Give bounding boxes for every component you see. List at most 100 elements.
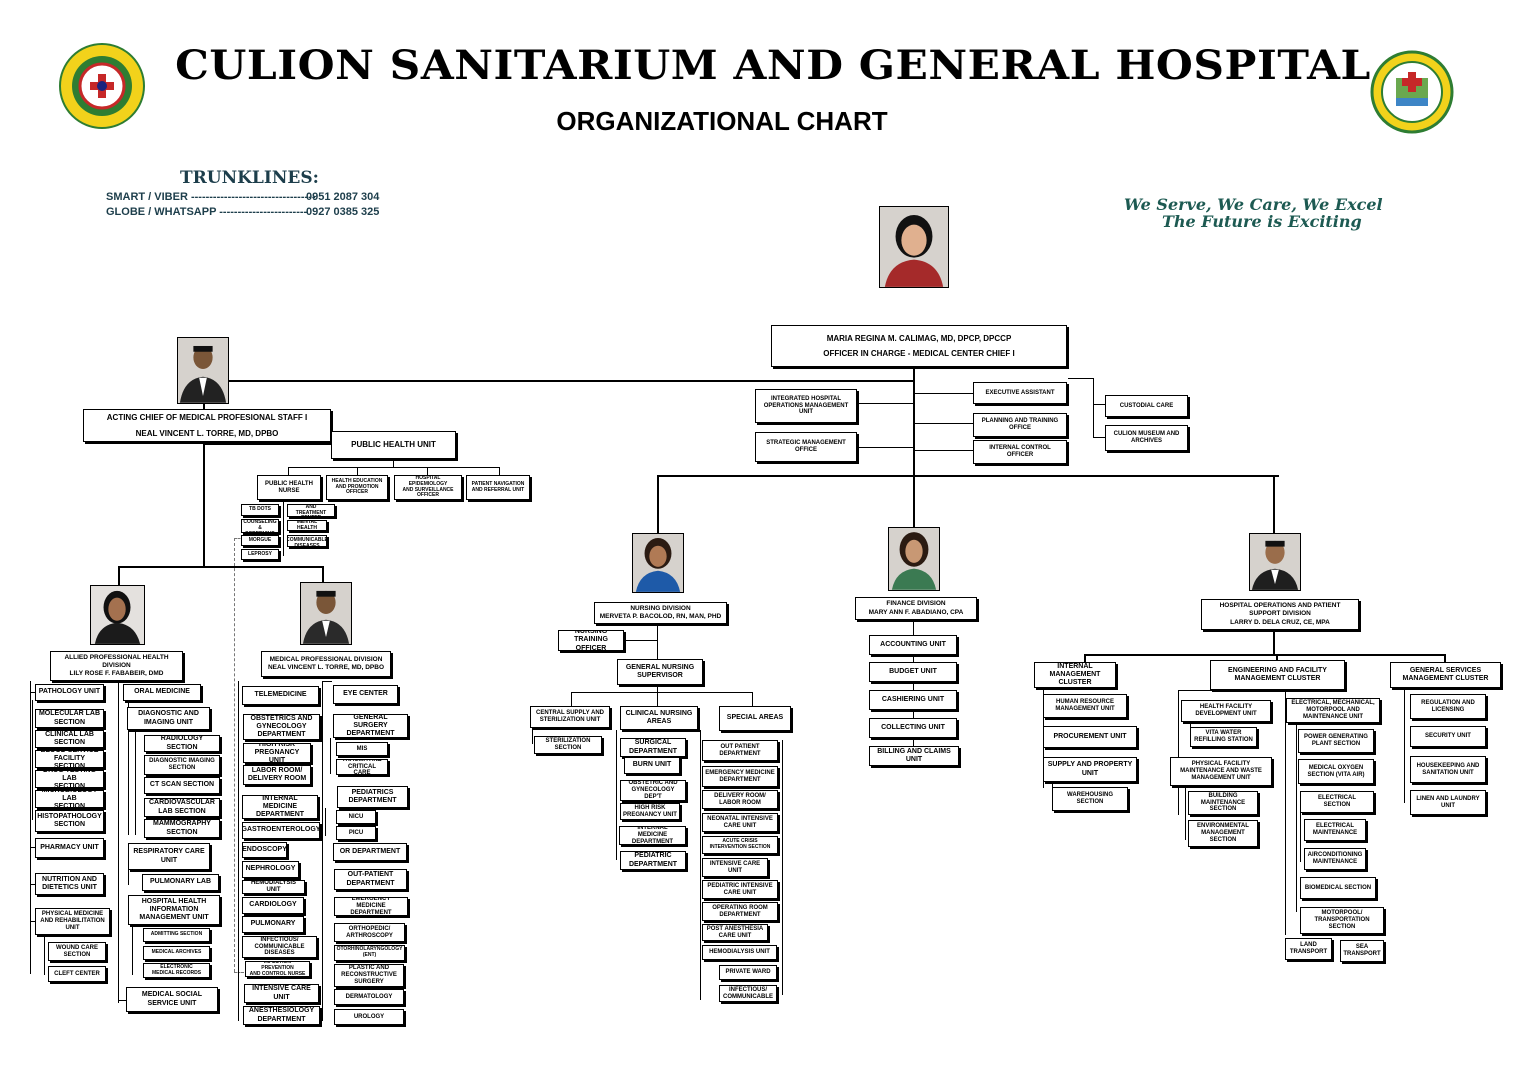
cmps-photo bbox=[177, 337, 229, 404]
environmental-box: ENVIRONMENTAL MANAGEMENT SECTION bbox=[1188, 820, 1258, 847]
internal-control-box: INTERNAL CONTROL OFFICER bbox=[973, 440, 1067, 464]
regulation-box: REGULATION AND LICENSING bbox=[1410, 694, 1486, 719]
motto-line-2: The Future is Exciting bbox=[1162, 212, 1362, 231]
smart-number: 0951 2087 304 bbox=[306, 191, 380, 203]
chief-box: MARIA REGINA M. CALIMAG, MD, DPCP, DPCCP… bbox=[771, 325, 1067, 367]
hopss-division-line-2: SUPPORT DIVISION bbox=[1249, 610, 1311, 618]
clinical-lab-box: CLINICAL LAB SECTION bbox=[35, 730, 104, 748]
drug-testing-box: DRUG TESTING LAB SECTION bbox=[35, 770, 104, 788]
nutrition-box: NUTRITION AND DIETETICS UNIT bbox=[35, 873, 104, 895]
high-risk-nursing-box: HIGH RISK PREGNANCY UNIT bbox=[620, 803, 680, 820]
finance-head-name: MARY ANN F. ABADIANO, CPA bbox=[868, 608, 964, 616]
er-box: EMERGENCY MEDICINE DEPARTMENT bbox=[334, 897, 408, 916]
health-ed-box: HEALTH EDUCATION AND PROMOTION OFFICER bbox=[326, 475, 388, 500]
sterilization-box: STERILIZATION SECTION bbox=[534, 736, 602, 754]
warehousing-box: WAREHOUSING SECTION bbox=[1052, 787, 1128, 811]
planning-box: PLANNING AND TRAINING OFFICE bbox=[973, 413, 1067, 437]
strategic-box: STRATEGIC MANAGEMENT OFFICE bbox=[755, 432, 857, 462]
morgue-box: MORGUE bbox=[241, 535, 279, 546]
derma-box: DERMATOLOGY bbox=[334, 989, 404, 1005]
allied-division-name: ALLIED PROFESSIONAL HEALTH DIVISION bbox=[64, 653, 169, 669]
animal-bite-box: ANIMAL BITE AND TREATMENT CENTER bbox=[287, 504, 335, 517]
hfdu-box: HEALTH FACILITY DEVELOPMENT UNIT bbox=[1181, 700, 1271, 722]
power-box: POWER GENERATING PLANT SECTION bbox=[1298, 729, 1374, 753]
opd-box: OUT-PATIENT DEPARTMENT bbox=[334, 869, 407, 890]
eye-box: EYE CENTER bbox=[333, 685, 398, 704]
emmu-box: ELECTRICAL, MECHANICAL, MOTORPOOL AND MA… bbox=[1286, 698, 1380, 723]
chief-position: OFFICER IN CHARGE - MEDICAL CENTER CHIEF… bbox=[823, 349, 1015, 358]
icu-box: INTENSIVE CARE UNIT bbox=[244, 984, 319, 1003]
medical-division-box: MEDICAL PROFESSIONAL DIVISION NEAL VINCE… bbox=[261, 651, 391, 677]
cmps-box: ACTING CHIEF OF MEDICAL PROFESIONAL STAF… bbox=[83, 409, 331, 442]
pacu-box: POST ANESTHESIA CARE UNIT bbox=[702, 924, 768, 941]
ent-box: OTORHINOLARYNGOLOGY (ENT) bbox=[334, 945, 405, 961]
internal-nursing-box: INTERNAL MEDICINE DEPARTMENT bbox=[619, 826, 686, 845]
housekeeping-box: HOUSEKEEPING AND SANITATION UNIT bbox=[1410, 756, 1486, 783]
custodial-box: CUSTODIAL CARE bbox=[1105, 395, 1188, 417]
hospital-title: CULION SANITARIUM AND GENERAL HOSPITAL bbox=[175, 42, 1371, 89]
nursing-head-photo bbox=[632, 533, 684, 593]
allied-division-box: ALLIED PROFESSIONAL HEALTH DIVISION LILY… bbox=[50, 651, 183, 681]
mis-box: MIS bbox=[336, 742, 388, 756]
obgyn-box: OBSTETRICS AND GYNECOLOGY DEPARTMENT bbox=[243, 714, 320, 740]
aircon-box: AIRCONDITIONING MAINTENANCE bbox=[1304, 848, 1366, 870]
hiv-box: HIV COUNSELING & SCREENING bbox=[241, 519, 279, 533]
pfmwmu-box: PHYSICAL FACILITY MAINTENANCE AND WASTE … bbox=[1170, 757, 1272, 786]
efmc-box: ENGINEERING AND FACILITY MANAGEMENT CLUS… bbox=[1210, 660, 1345, 690]
cmps-position: ACTING CHIEF OF MEDICAL PROFESIONAL STAF… bbox=[106, 413, 308, 423]
pulmonary-lab-box: PULMONARY LAB bbox=[142, 874, 219, 891]
chart-subtitle: ORGANIZATIONAL CHART bbox=[556, 106, 888, 136]
csr-box: CENTRAL SUPPLY AND STERILIZATION UNIT bbox=[530, 706, 610, 728]
infection-prev-box: INFECTION PREVENTION AND CONTROL NURSE bbox=[245, 961, 310, 977]
supply-box: SUPPLY AND PROPERTY UNIT bbox=[1043, 757, 1137, 782]
nursing-division-box: NURSING DIVISION MERVETA P. BACOLOD, RN,… bbox=[594, 602, 727, 624]
cashiering-box: CASHIERING UNIT bbox=[869, 690, 957, 710]
archives-box: MEDICAL ARCHIVES bbox=[143, 946, 210, 960]
radiology-box: RADIOLOGY SECTION bbox=[144, 735, 220, 752]
sea-transport-box: SEA TRANSPORT bbox=[1340, 940, 1384, 962]
pmr-box: PHYSICAL MEDICINE AND REHABILITATION UNI… bbox=[35, 908, 110, 935]
molecular-box: MOLECULAR LAB SECTION bbox=[35, 709, 104, 728]
biomedical-box: BIOMEDICAL SECTION bbox=[1300, 877, 1376, 899]
leprosy-box: LEPROSY bbox=[241, 549, 279, 560]
trunklines-heading: TRUNKLINES: bbox=[180, 168, 319, 188]
electrical-section-box: ELECTRICAL SECTION bbox=[1300, 791, 1374, 813]
finance-division-box: FINANCE DIVISION MARY ANN F. ABADIANO, C… bbox=[855, 597, 977, 620]
surgery-box: GENERAL SURGERY DEPARTMENT bbox=[333, 714, 408, 738]
medical-head-name: NEAL VINCENT L. TORRE, MD, DPBO bbox=[267, 664, 385, 671]
acute-box: ACUTE CRISIS INTERVENTION SECTION bbox=[702, 836, 778, 854]
nicu-box: NICU bbox=[336, 810, 376, 824]
oral-box: ORAL MEDICINE bbox=[123, 684, 201, 701]
motorpool-box: MOTORPOOL/ TRANSPORTATION SECTION bbox=[1300, 907, 1384, 934]
picu-box: PICU bbox=[336, 826, 376, 840]
nephrology-box: NEPHROLOGY bbox=[242, 861, 299, 878]
blood-box: BLOOD SERVICE FACILITY SECTION bbox=[35, 750, 104, 768]
picu-nursing-box: PEDIATRIC INTENSIVE CARE UNIT bbox=[702, 880, 778, 899]
icu-nursing-box: INTENSIVE CARE UNIT bbox=[702, 858, 768, 877]
burn-box: BURN UNIT bbox=[624, 757, 680, 774]
nursing-head-name: MERVETA P. BACOLOD, RN, MAN, PHD bbox=[599, 613, 722, 620]
hopss-head-name: LARRY D. DELA CRUZ, CE, MPA bbox=[1230, 618, 1330, 626]
or-nursing-box: OPERATING ROOM DEPARTMENT bbox=[702, 902, 778, 921]
ncd-box: NON-COMMUNICABLE DISEASES bbox=[287, 535, 327, 547]
hopss-division-line-1: HOSPITAL OPERATIONS AND PATIENT bbox=[1219, 602, 1341, 610]
collecting-box: COLLECTING UNIT bbox=[869, 718, 957, 738]
billing-box: BILLING AND CLAIMS UNIT bbox=[869, 746, 959, 766]
allied-head-photo bbox=[90, 585, 145, 645]
er-nursing-box: EMERGENCY MEDICINE DEPARTMENT bbox=[702, 766, 778, 787]
hhimu-box: HOSPITAL HEALTH INFORMATION MANAGEMENT U… bbox=[128, 895, 220, 925]
social-box: MEDICAL SOCIAL SERVICE UNIT bbox=[126, 987, 218, 1012]
exec-asst-box: EXECUTIVE ASSISTANT bbox=[973, 382, 1067, 404]
mental-health-box: MENTAL HEALTH bbox=[287, 520, 327, 531]
hrmu-box: HUMAN RESOURCE MANAGEMENT UNIT bbox=[1043, 694, 1127, 718]
urology-box: UROLOGY bbox=[334, 1009, 404, 1025]
hopss-head-photo bbox=[1249, 533, 1301, 591]
high-risk-box: HIGH RISK PREGNANCY UNIT bbox=[243, 743, 311, 763]
infectious-nursing-box: INFECTIOUS/ COMMUNICABLE bbox=[719, 985, 777, 1002]
surgical-box: SURGICAL DEPARTMENT bbox=[620, 738, 686, 757]
endoscopy-box: ENDOSCOPY bbox=[242, 842, 287, 858]
museum-box: CULION MUSEUM AND ARCHIVES bbox=[1105, 425, 1188, 451]
nursing-division-name: NURSING DIVISION bbox=[630, 604, 691, 612]
wound-box: WOUND CARE SECTION bbox=[48, 942, 106, 961]
special-box: SPECIAL AREAS bbox=[719, 706, 791, 731]
